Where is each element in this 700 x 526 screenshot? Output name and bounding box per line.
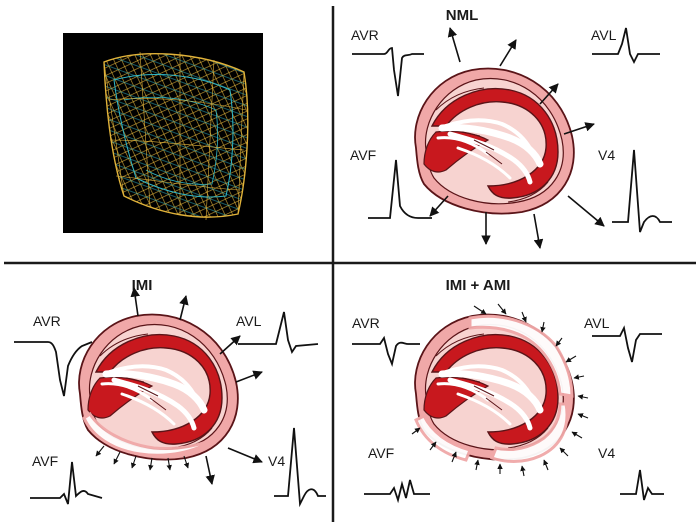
ecg-trace-avf-imi — [30, 461, 103, 505]
ecg-trace-v4-imi — [274, 427, 326, 508]
panel-nml: NML AVR AVL AVF V4 — [350, 7, 672, 249]
infarct-zone-inferior-imi — [82, 411, 213, 457]
small-arrows-imi — [95, 445, 190, 471]
ecg-trace-v4-imi-ami — [620, 469, 664, 501]
infarct-zone-inferior-ami — [414, 413, 473, 462]
lead-label-avl-imi: AVL — [236, 313, 262, 329]
depolarization-arrows-nml — [429, 27, 605, 249]
panel-title-imi-ami: IMI + AMI — [446, 277, 511, 294]
lead-label-avr-imi-ami: AVR — [352, 315, 380, 331]
lead-label-v4-imi-ami: V4 — [598, 445, 615, 461]
ecg-trace-avf-nml — [368, 159, 432, 219]
infarct-zone-apical — [490, 402, 569, 463]
ecg-trace-avl-nml — [592, 27, 660, 65]
panel-title-nml: NML — [446, 7, 479, 24]
ecg-trace-avr-nml — [352, 47, 424, 97]
lead-label-avf-nml: AVF — [350, 147, 376, 163]
ecg-trace-avf-imi-ami — [364, 479, 430, 504]
lead-label-avl-imi-ami: AVL — [584, 315, 610, 331]
ecg-trace-avr-imi-ami — [352, 335, 420, 368]
lead-label-avl-nml: AVL — [591, 27, 617, 43]
lead-label-avf-imi-ami: AVF — [368, 445, 394, 461]
panel-imi: IMI AVR AVL AVF V4 — [14, 277, 326, 508]
heart-normal — [415, 68, 574, 213]
lead-label-avr-imi: AVR — [33, 313, 61, 329]
lead-label-avf-imi: AVF — [32, 453, 58, 469]
lead-label-avr-nml: AVR — [351, 27, 379, 43]
inward-arrows-imi-ami — [411, 303, 589, 477]
ecg-trace-v4-nml — [612, 149, 672, 233]
ecg-trace-avr-imi — [14, 341, 93, 397]
panel-imi-ami: IMI + AMI AVR AVL — [352, 277, 664, 504]
lead-label-v4-imi: V4 — [268, 453, 285, 469]
infarct-zone-anterior — [468, 314, 574, 398]
ecg-trace-avl-imi-ami — [592, 325, 662, 363]
depolarization-arrows-imi — [130, 287, 263, 485]
ecg-trace-avl-imi — [238, 311, 319, 355]
wireframe-heart-model — [63, 33, 263, 233]
lead-label-v4-nml: V4 — [598, 147, 615, 163]
